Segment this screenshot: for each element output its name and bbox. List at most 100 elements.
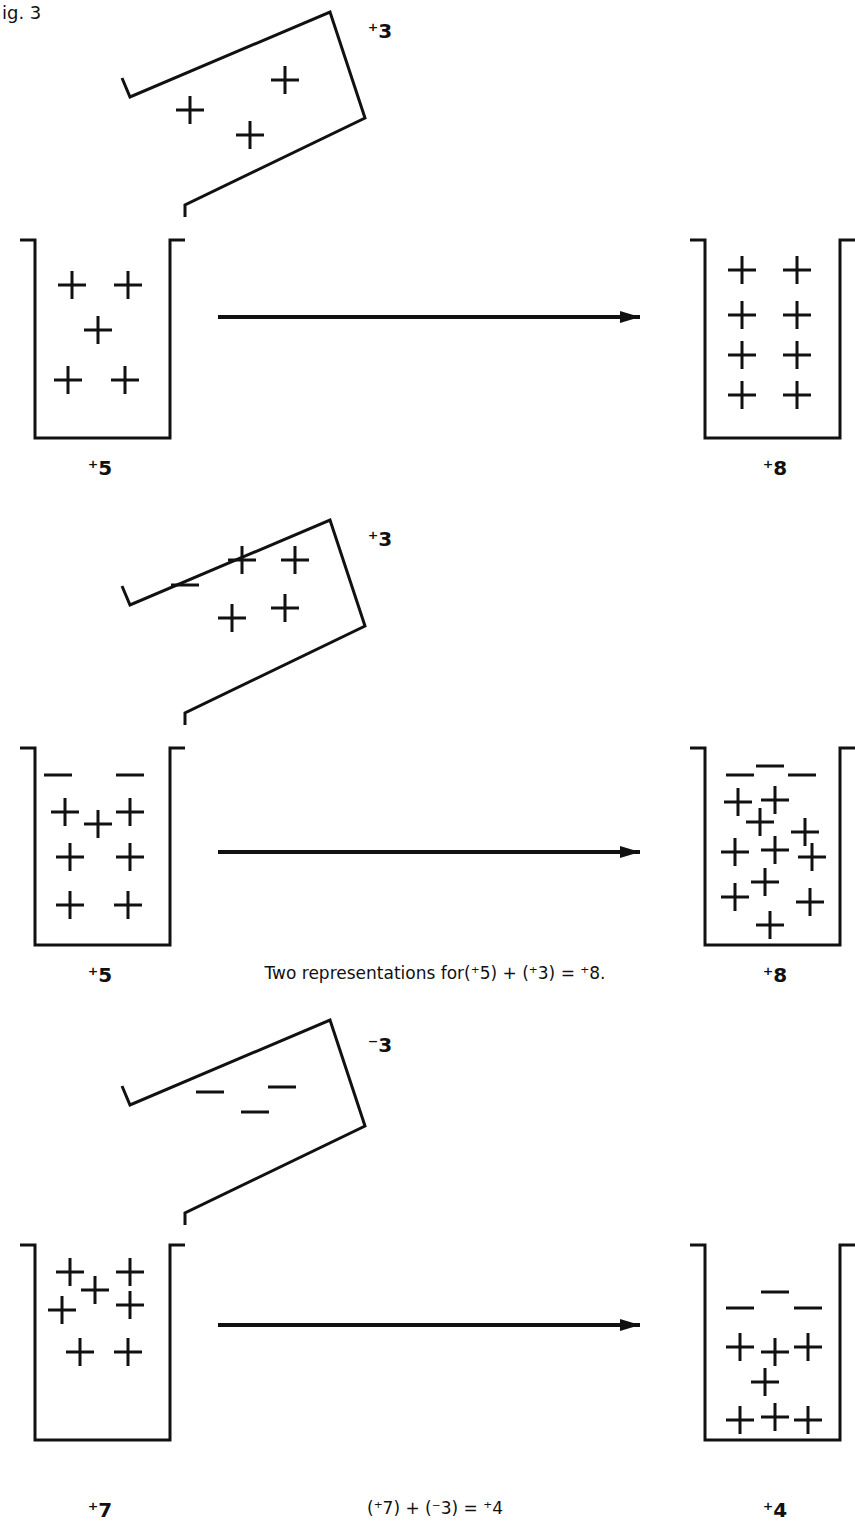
value-label: ⁺3 — [368, 19, 392, 43]
pouring-cup: ⁺3 — [118, 5, 410, 220]
cup: ⁺5 — [18, 744, 218, 994]
equation-caption: (⁺7) + (⁻3) = ⁺4 — [367, 1498, 503, 1518]
cup-outline — [20, 1245, 185, 1440]
cup: ⁺8 — [640, 236, 855, 486]
equation-caption: Two representations for(⁺5) + (⁺3) = ⁺8. — [265, 963, 606, 983]
pouring-cup: ⁻3 — [118, 1013, 410, 1228]
pouring-cup-outline — [122, 520, 365, 725]
plus-sign — [726, 1333, 754, 1361]
plus-sign — [728, 341, 756, 369]
plus-sign — [84, 316, 112, 344]
cup-outline — [690, 748, 855, 945]
plus-sign — [114, 1338, 142, 1366]
cup: ⁺8 — [640, 744, 855, 994]
minus-sign — [726, 774, 754, 777]
plus-sign — [724, 788, 752, 816]
plus-sign — [761, 836, 789, 864]
pouring-cup-outline — [122, 1020, 365, 1225]
plus-sign — [783, 256, 811, 284]
value-label: ⁺8 — [763, 963, 787, 987]
plus-sign — [54, 366, 82, 394]
plus-sign — [751, 1368, 779, 1396]
value-label: ⁺3 — [368, 527, 392, 551]
plus-sign — [794, 1333, 822, 1361]
plus-sign — [81, 1276, 109, 1304]
plus-sign — [116, 1258, 144, 1286]
plus-sign — [721, 883, 749, 911]
plus-sign — [114, 891, 142, 919]
minus-sign — [196, 1091, 224, 1094]
minus-sign — [726, 1307, 754, 1310]
plus-sign — [756, 911, 784, 939]
plus-sign — [728, 381, 756, 409]
arrow — [218, 315, 640, 319]
cup: ⁺7 — [18, 1241, 218, 1531]
minus-sign — [756, 765, 784, 768]
plus-sign — [761, 786, 789, 814]
plus-sign — [236, 121, 264, 149]
plus-sign — [761, 1338, 789, 1366]
plus-sign — [271, 594, 299, 622]
plus-sign — [761, 1403, 789, 1431]
plus-sign — [56, 843, 84, 871]
value-label: ⁺7 — [88, 1498, 112, 1522]
pouring-cup: ⁺3 — [118, 513, 410, 728]
plus-sign — [84, 810, 112, 838]
minus-sign — [44, 774, 72, 777]
minus-sign — [171, 584, 199, 587]
pouring-cup-outline — [122, 12, 365, 217]
minus-sign — [241, 1111, 269, 1114]
cup-outline — [690, 1245, 855, 1440]
plus-sign — [751, 868, 779, 896]
plus-sign — [116, 843, 144, 871]
arrow — [218, 1323, 640, 1327]
cup-outline — [20, 240, 185, 438]
figure-number: ig. 3 — [2, 2, 41, 24]
value-label: ⁺5 — [88, 963, 112, 987]
plus-sign — [116, 798, 144, 826]
plus-sign — [56, 1258, 84, 1286]
cup: ⁺4 — [640, 1241, 855, 1531]
plus-sign — [726, 1406, 754, 1434]
minus-sign — [268, 1086, 296, 1089]
minus-sign — [788, 774, 816, 777]
plus-sign — [111, 366, 139, 394]
plus-sign — [798, 843, 826, 871]
minus-sign — [761, 1291, 789, 1294]
plus-sign — [796, 888, 824, 916]
plus-sign — [783, 341, 811, 369]
plus-sign — [271, 66, 299, 94]
plus-sign — [794, 1406, 822, 1434]
plus-sign — [783, 381, 811, 409]
plus-sign — [176, 96, 204, 124]
minus-sign — [116, 774, 144, 777]
plus-sign — [728, 256, 756, 284]
cup: ⁺5 — [18, 236, 218, 486]
plus-sign — [48, 1296, 76, 1324]
plus-sign — [228, 546, 256, 574]
cup-outline — [690, 240, 855, 438]
plus-sign — [746, 808, 774, 836]
plus-sign — [114, 271, 142, 299]
arrow — [218, 850, 640, 854]
value-label: ⁻3 — [368, 1033, 392, 1057]
plus-sign — [58, 271, 86, 299]
plus-sign — [218, 604, 246, 632]
plus-sign — [791, 818, 819, 846]
plus-sign — [116, 1291, 144, 1319]
plus-sign — [66, 1338, 94, 1366]
value-label: ⁺4 — [763, 1498, 787, 1522]
plus-sign — [56, 891, 84, 919]
plus-sign — [783, 301, 811, 329]
value-label: ⁺8 — [763, 456, 787, 480]
plus-sign — [51, 798, 79, 826]
value-label: ⁺5 — [88, 456, 112, 480]
plus-sign — [281, 546, 309, 574]
cup-outline — [20, 748, 185, 945]
minus-sign — [794, 1307, 822, 1310]
plus-sign — [721, 838, 749, 866]
plus-sign — [728, 301, 756, 329]
